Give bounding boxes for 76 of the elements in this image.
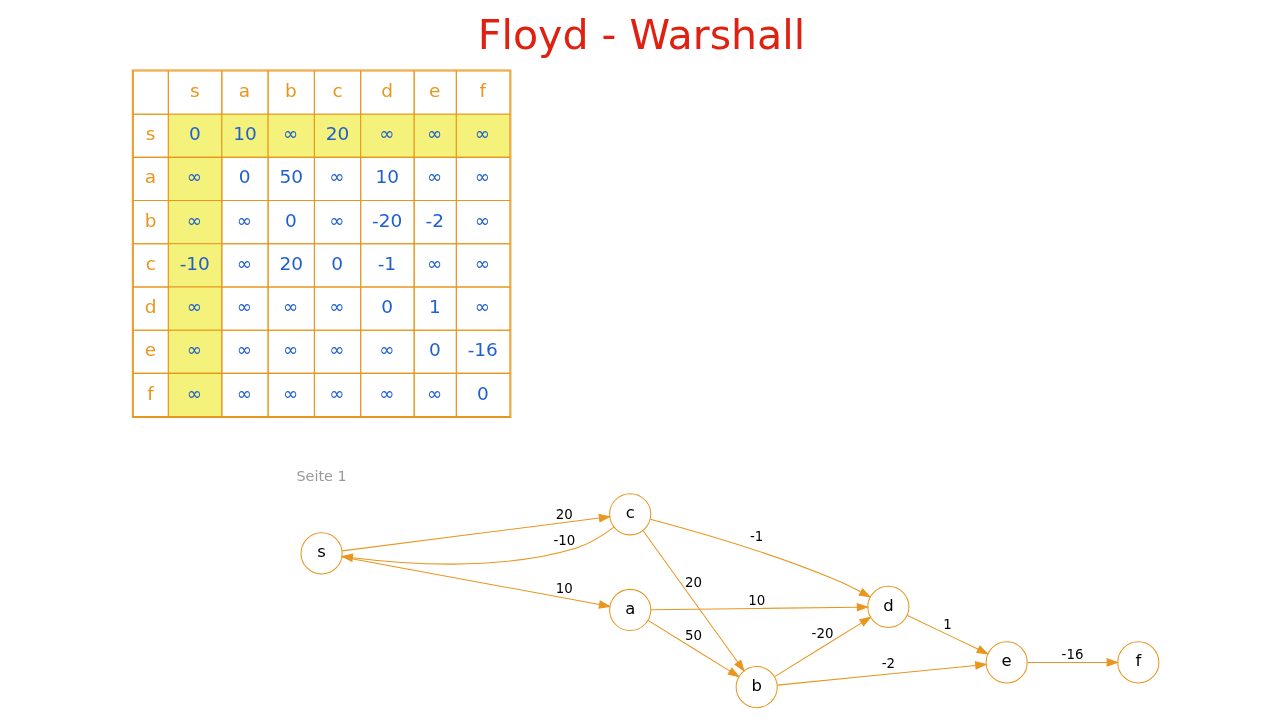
label: ∞	[282, 123, 298, 145]
label: ∞	[186, 339, 202, 361]
label: ∞	[426, 166, 442, 188]
label: ∞	[282, 296, 298, 318]
label: ∞	[426, 123, 442, 145]
label: -2	[424, 209, 444, 231]
edge-label: -20	[811, 626, 833, 642]
label: ∞	[236, 209, 252, 231]
edge-label: -2	[881, 655, 895, 671]
label: ∞	[328, 296, 345, 318]
label: f	[146, 382, 154, 404]
label: ∞	[474, 166, 490, 188]
label: ∞	[236, 382, 252, 404]
label: d	[144, 296, 156, 318]
label: ∞	[236, 339, 252, 361]
label: ∞	[426, 252, 442, 274]
label: -16	[467, 339, 498, 361]
label: ∞	[236, 252, 252, 274]
label: b	[144, 209, 156, 231]
label: ∞	[186, 209, 202, 231]
label: 1	[428, 296, 441, 318]
edge-label: 20	[684, 574, 702, 590]
label: 0	[380, 296, 393, 318]
label: ∞	[474, 209, 490, 231]
label: ∞	[328, 166, 345, 188]
label: ∞	[282, 339, 298, 361]
label: ∞	[186, 382, 202, 404]
label: ∞	[474, 296, 490, 318]
edge-label: -10	[552, 532, 575, 548]
edge-label: -1	[749, 529, 763, 545]
label: ∞	[474, 252, 490, 274]
label: b	[284, 80, 297, 102]
label: e	[144, 339, 156, 361]
label: c	[331, 80, 343, 102]
label: 10	[375, 166, 399, 188]
label: s	[189, 80, 200, 102]
label: 10	[232, 123, 257, 145]
label: 0	[188, 123, 201, 145]
label: 0	[238, 166, 251, 188]
label: ∞	[328, 382, 345, 404]
label: ∞	[426, 382, 442, 404]
edge-label: 50	[684, 628, 702, 644]
label: -1	[377, 252, 396, 274]
label: -20	[371, 209, 402, 231]
label: ∞	[328, 209, 345, 231]
label: c	[145, 252, 156, 274]
label: ∞	[282, 382, 298, 404]
label: ∞	[328, 339, 345, 361]
label: e	[428, 80, 440, 102]
diagram-title: Floyd - Warshall	[477, 11, 805, 60]
label: 0	[428, 339, 441, 361]
label: s	[145, 123, 155, 145]
label: ∞	[236, 296, 252, 318]
label: ∞	[186, 296, 202, 318]
label: 0	[330, 252, 343, 274]
label: 0	[476, 382, 489, 404]
label: f	[479, 80, 486, 102]
label: 20	[278, 252, 303, 274]
edge-label: 20	[555, 506, 573, 522]
edge-label: -16	[1061, 646, 1083, 662]
edge-label: 1	[942, 616, 952, 632]
label: Seite 1	[296, 468, 347, 485]
label: ∞	[474, 123, 490, 145]
label: ∞	[378, 382, 395, 404]
label: 20	[325, 123, 349, 145]
label: ∞	[186, 166, 202, 188]
label: a	[144, 166, 156, 188]
label: 0	[284, 209, 297, 231]
label: -10	[179, 252, 210, 274]
label: d	[380, 80, 393, 102]
label: ∞	[378, 339, 395, 361]
label: ∞	[378, 123, 395, 145]
edge-label: 10	[747, 593, 765, 609]
label: a	[238, 80, 250, 102]
label: 50	[278, 166, 303, 188]
edge-label: 10	[555, 580, 573, 596]
